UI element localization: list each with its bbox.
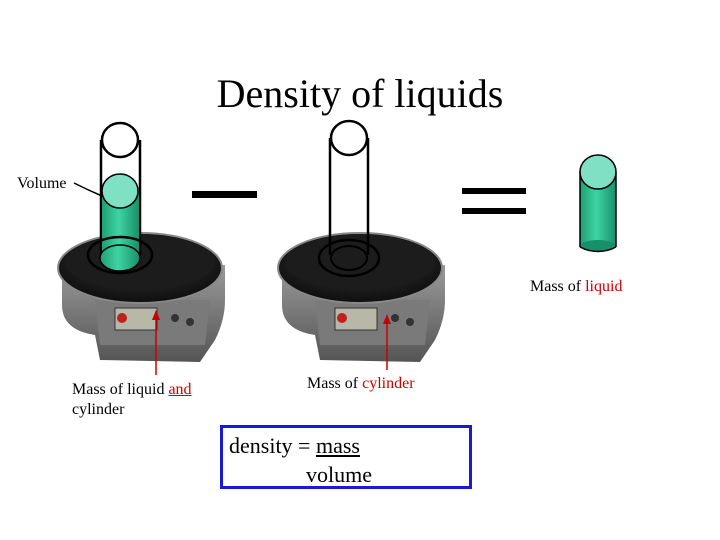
formula-denominator: volume (306, 462, 372, 487)
mass-liquid-label: Mass of liquid (530, 278, 623, 295)
mass-liquid-cylinder-text: Mass of liquid (72, 381, 165, 398)
cylinder-with-liquid (86, 121, 154, 275)
red-arrow-1 (152, 310, 160, 375)
volume-label: Volume (17, 175, 67, 192)
scale-2 (277, 232, 445, 362)
scale-1 (57, 232, 225, 362)
empty-cylinder (317, 119, 381, 278)
liquid-column (579, 154, 617, 253)
cylinder-text: cylinder (72, 401, 125, 418)
mass-liquid-cylinder-label: Mass of liquid and cylinder (72, 380, 192, 420)
red-arrow-2 (383, 314, 391, 370)
minus-sign (192, 191, 257, 198)
formula-box (220, 425, 472, 489)
equals-sign (462, 188, 526, 214)
volume-pointer (73, 182, 103, 197)
and-text: and (168, 381, 192, 398)
formula-numerator: mass (315, 433, 360, 458)
formula-numerator-line: density = mass (229, 433, 360, 459)
page-title: Density of liquids (216, 71, 504, 116)
formula-lhs: density = (229, 433, 316, 458)
mass-cylinder-label: Mass of cylinder (307, 375, 415, 392)
